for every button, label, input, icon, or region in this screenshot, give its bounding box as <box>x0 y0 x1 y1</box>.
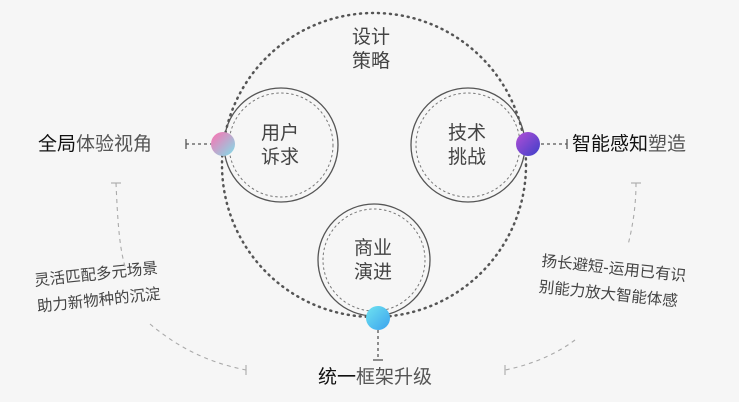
right-connector <box>541 139 568 149</box>
business-evolution-label: 商业演进 <box>354 237 393 283</box>
global-experience-label: 全局体验视角 <box>38 133 153 155</box>
bottom-connector <box>373 330 383 361</box>
smart-perception-label: 智能感知塑造 <box>572 133 687 155</box>
right-gradient-dot <box>516 132 540 156</box>
left-connector <box>185 139 212 149</box>
left-arc <box>111 182 247 375</box>
right-arc <box>504 182 641 375</box>
tech-challenge-label: 技术挑战 <box>448 122 487 168</box>
bottom-gradient-dot <box>366 306 390 330</box>
unified-framework-label: 统一框架升级 <box>318 366 433 388</box>
outer-dotted-circle <box>220 11 528 319</box>
design-strategy-title: 设计策略 <box>352 26 391 72</box>
left-gradient-dot <box>211 132 235 156</box>
user-needs-label: 用户诉求 <box>261 122 300 168</box>
